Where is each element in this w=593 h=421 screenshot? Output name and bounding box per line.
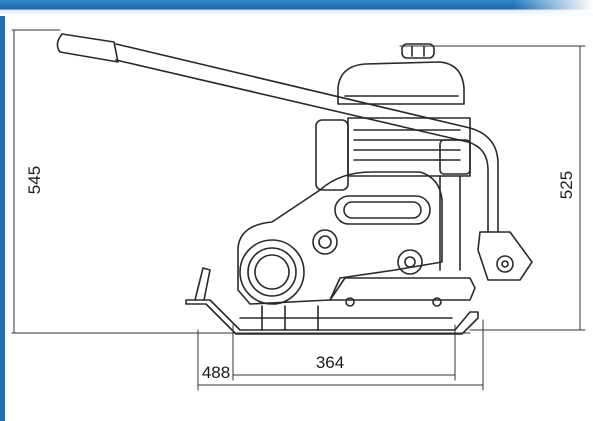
dimension-label-plate-width: 364	[316, 353, 344, 372]
dimension-label-base-width: 488	[202, 363, 230, 382]
dimension-lines	[11, 29, 586, 391]
base-plate	[185, 267, 479, 335]
dimension-labels: 545 525 488 364	[25, 166, 576, 382]
frame-top-bar	[0, 0, 593, 16]
dimension-label-engine-height: 525	[557, 171, 576, 199]
handle	[56, 33, 533, 281]
engine	[315, 43, 471, 271]
exciter-housing	[237, 171, 476, 307]
dimension-label-total-height: 545	[25, 166, 44, 194]
